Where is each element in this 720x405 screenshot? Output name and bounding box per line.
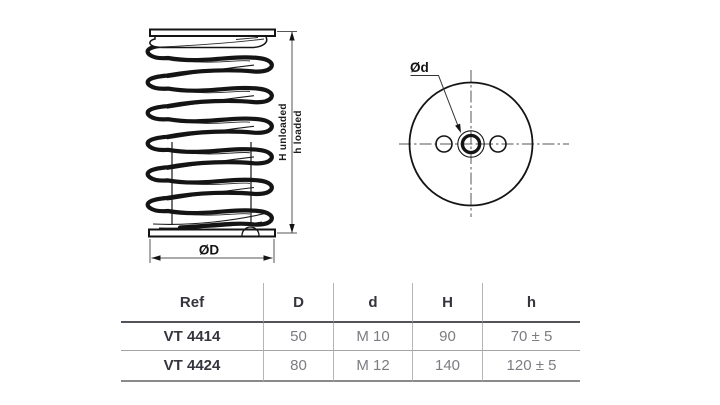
height-loaded-label: h loaded xyxy=(293,110,304,154)
table-header-h: h xyxy=(482,283,580,323)
left-hole xyxy=(435,135,453,153)
spring-coil-path xyxy=(145,38,274,230)
diameter-extension-lines xyxy=(149,239,275,263)
technical-drawing: H unloaded h loaded ØD Ød xyxy=(145,28,569,263)
table-cell-ref: VT 4414 xyxy=(121,323,263,351)
spring-top-plate xyxy=(149,28,276,37)
top-view xyxy=(399,70,569,217)
height-extension-lines xyxy=(277,31,297,234)
spring-wire-end-arc xyxy=(241,226,260,236)
table-header-ref: Ref xyxy=(121,283,263,323)
height-unloaded-label: H unloaded xyxy=(278,103,289,160)
height-dimension-arrows xyxy=(289,31,295,233)
spring-bottom-plate xyxy=(148,228,276,238)
spring-inner-wire-edges xyxy=(172,58,251,216)
spec-table: Ref D d H h VT 4414 50 M 10 90 70 ± 5 VT… xyxy=(121,283,580,382)
spring-top-lip-inner-line xyxy=(159,37,265,48)
table-cell: 140 xyxy=(412,351,482,382)
table-header-d: d xyxy=(333,283,412,323)
outer-diameter-arrows xyxy=(151,255,273,261)
table-cell: 70 ± 5 xyxy=(482,323,580,351)
thread-diameter-label: Ød xyxy=(410,60,429,75)
thread-leader-arrow xyxy=(455,123,461,133)
outer-diameter-label: ØD xyxy=(199,243,220,258)
spring-front-view xyxy=(145,28,276,238)
table-cell: 50 xyxy=(263,323,333,351)
spring-top-lip xyxy=(149,35,268,49)
plate-outline-circle xyxy=(408,81,534,207)
table-header-H: H xyxy=(412,283,482,323)
height-dimension xyxy=(277,31,297,234)
thread-leader-line xyxy=(410,75,460,129)
table-cell-ref: VT 4424 xyxy=(121,351,263,382)
right-hole xyxy=(489,135,507,153)
table-cell: M 12 xyxy=(333,351,412,382)
table-cell: 80 xyxy=(263,351,333,382)
table-cell: 90 xyxy=(412,323,482,351)
outer-diameter-dimension xyxy=(149,239,275,263)
thread-outer-circle xyxy=(457,130,485,158)
table-header-D: D xyxy=(263,283,333,323)
thread-ring xyxy=(460,133,482,155)
table-cell: 120 ± 5 xyxy=(482,351,580,382)
table-cell: M 10 xyxy=(333,323,412,351)
